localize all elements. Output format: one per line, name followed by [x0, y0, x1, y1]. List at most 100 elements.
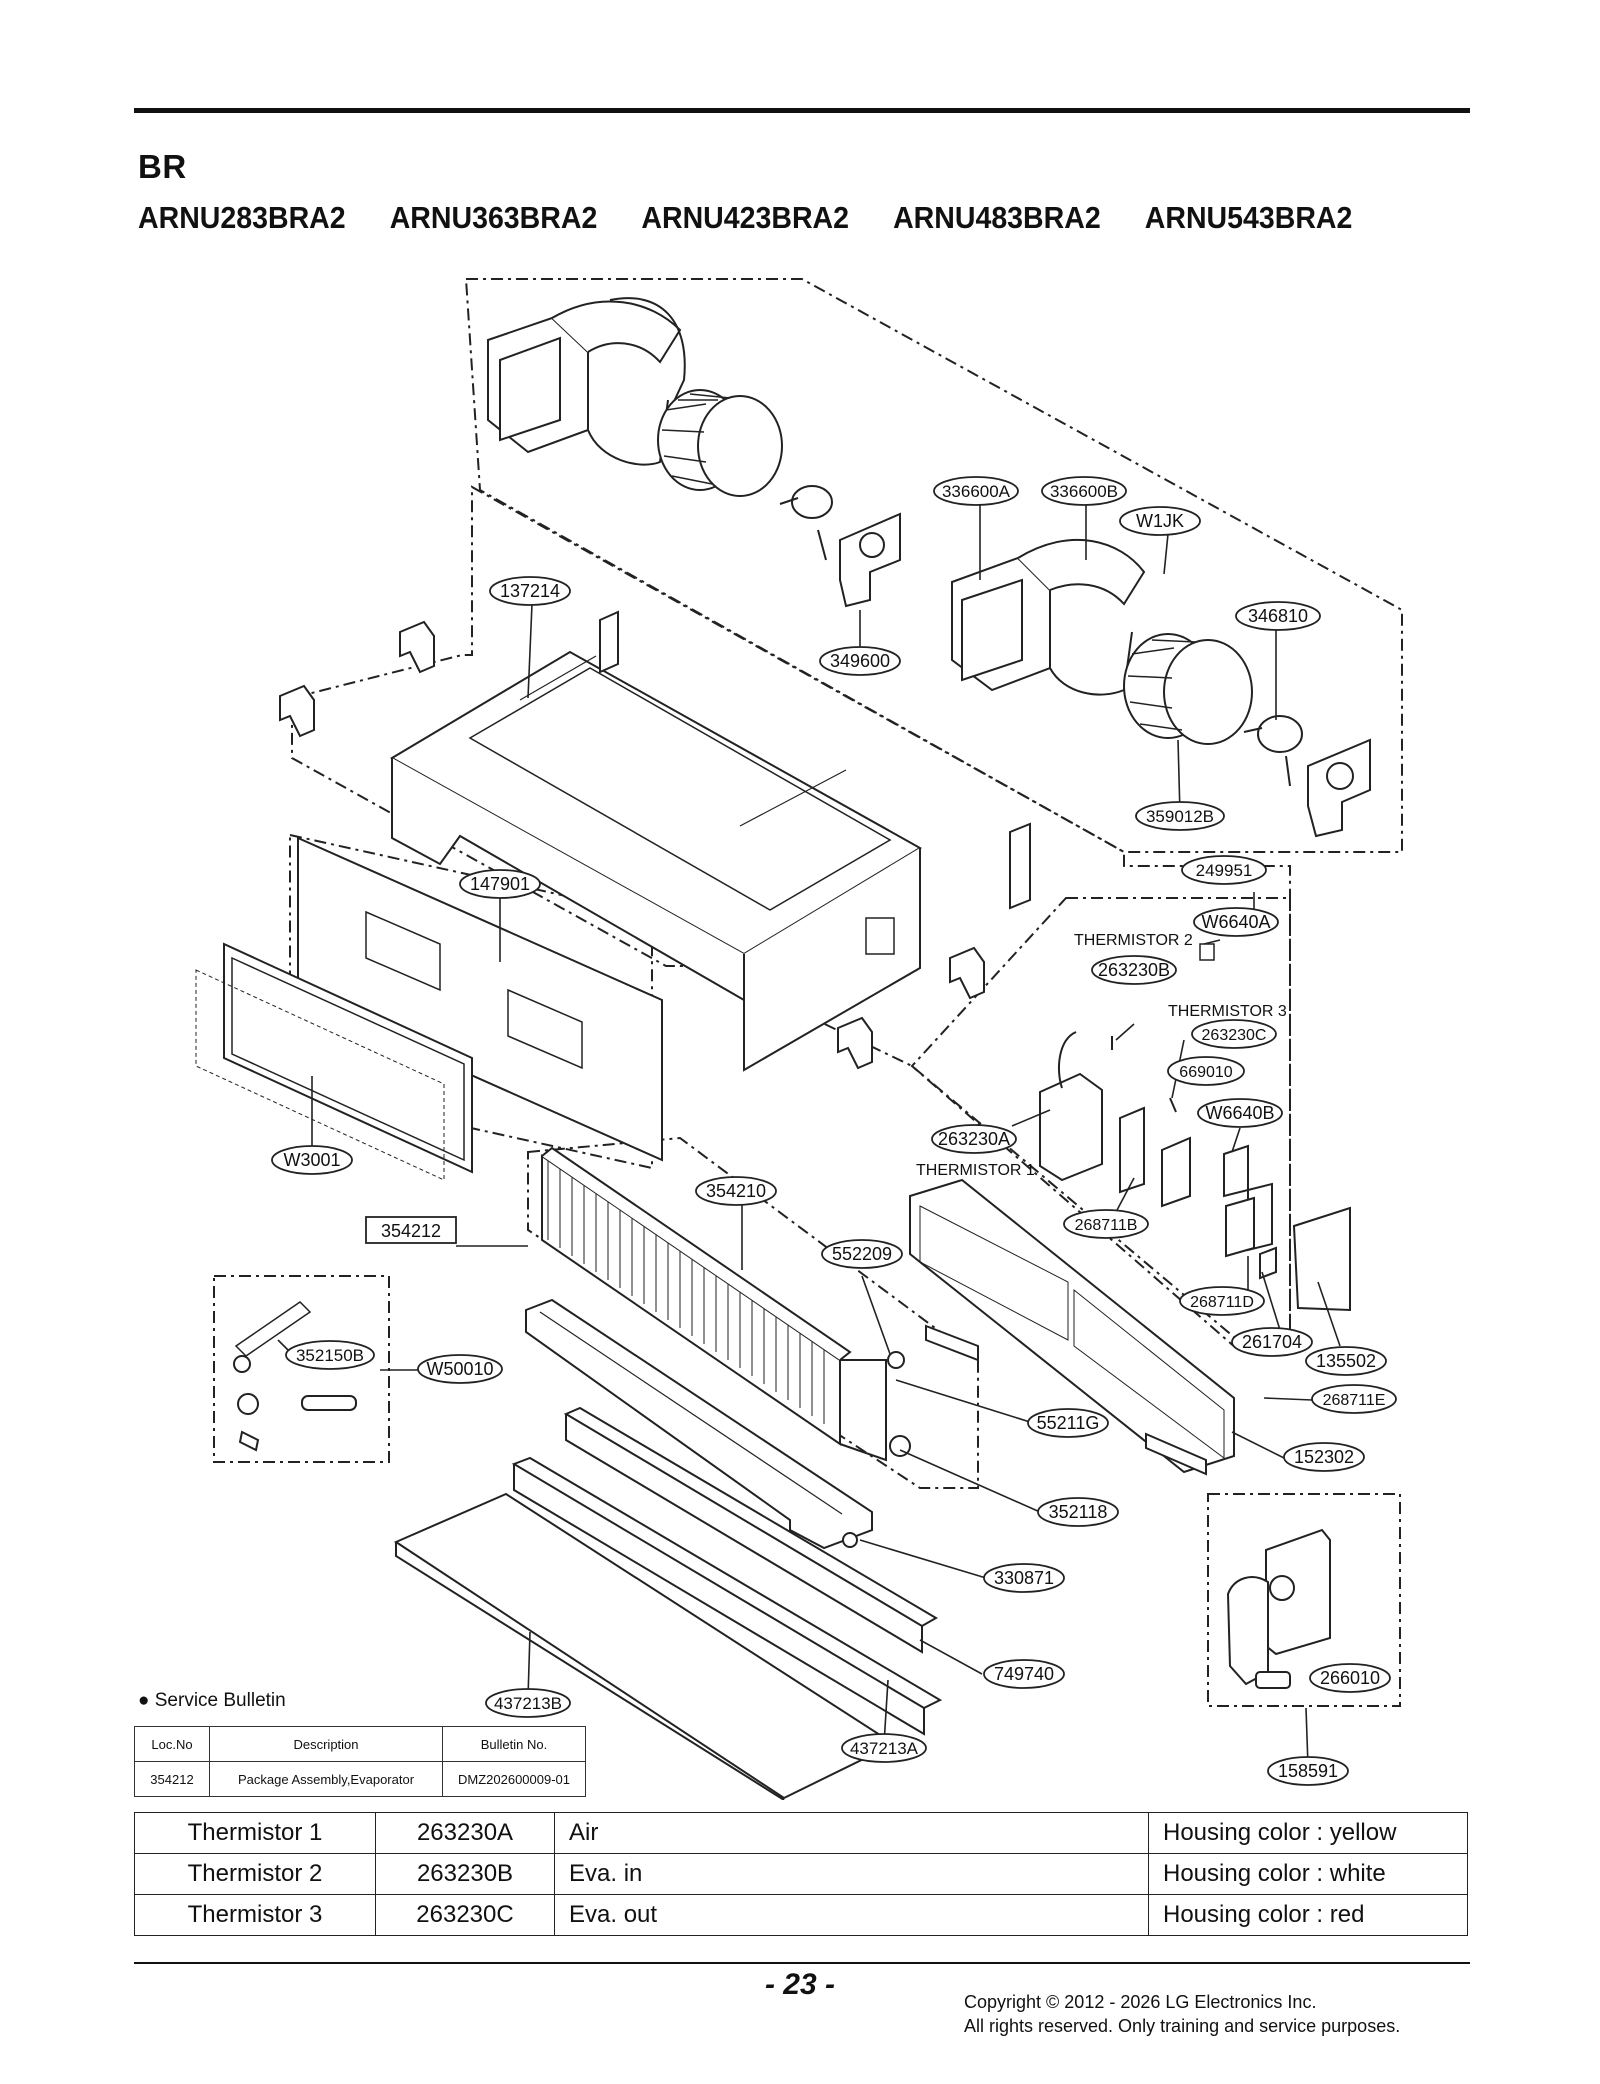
callout-346810: 346810: [1235, 601, 1321, 631]
callout-label: 268711E: [1323, 1392, 1386, 1409]
callout-label: 336600B: [1050, 482, 1118, 501]
top-rule: [134, 108, 1470, 113]
callout-352118: 352118: [1037, 1497, 1119, 1527]
table-cell: Package Assembly,Evaporator: [209, 1761, 443, 1797]
copyright-notice: Copyright © 2012 - 2026 LG Electronics I…: [964, 1990, 1400, 2038]
motor-bracket-left-drawing: [839, 512, 901, 608]
callout-label: 249951: [1196, 861, 1253, 880]
callout-label: W6640A: [1201, 912, 1270, 932]
callout-label: 135502: [1316, 1351, 1376, 1371]
callout-label: 152302: [1294, 1447, 1354, 1467]
callout-261704: 261704: [1231, 1327, 1313, 1357]
thermistor-table: Thermistor 1 263230A Air Housing color :…: [134, 1812, 1468, 1936]
callout-label: W1JK: [1136, 511, 1184, 531]
model-name: ARNU543BRA2: [1144, 200, 1353, 235]
callout-label: 263230C: [1202, 1027, 1267, 1044]
callout-label: 266010: [1320, 1668, 1380, 1688]
accessory-kit-boundary: [213, 1275, 390, 1463]
model-name: ARNU363BRA2: [389, 200, 598, 235]
thermistor-code: 263230B: [375, 1853, 555, 1895]
table-cell: 354212: [134, 1761, 210, 1797]
drain-pump-boundary: [1207, 1493, 1401, 1707]
service-bulletin-table: Loc.No Description Bulletin No. 354212 P…: [134, 1726, 586, 1797]
leader-lines: [277, 504, 1341, 1767]
mounting-bracket-drawings: [279, 620, 985, 1070]
motor-left-drawing: [779, 485, 833, 561]
model-name: ARNU283BRA2: [138, 200, 346, 235]
callout-330871: 330871: [983, 1563, 1065, 1593]
callout-label: W50010: [426, 1359, 493, 1379]
callout-359012B: 359012B: [1135, 801, 1225, 831]
callout-336600A: 336600A: [933, 476, 1019, 506]
callout-label: 437213A: [850, 1739, 919, 1758]
blower-group-boundary: [464, 278, 1403, 853]
evaporator-coil-drawing: [541, 1146, 911, 1462]
thermistor-code: 263230A: [375, 1812, 555, 1854]
callout-label: W3001: [283, 1150, 340, 1170]
callout-label: 437213B: [494, 1694, 562, 1713]
thermistor-housing: Housing color : white: [1148, 1853, 1468, 1895]
callout-437213B: 437213B: [485, 1688, 571, 1718]
front-panel-drawing: [297, 836, 663, 1162]
filter-frame-drawing: [195, 942, 473, 1181]
thermistor-1-label: THERMISTOR 1: [916, 1162, 1035, 1179]
callout-437213A: 437213A: [841, 1733, 927, 1763]
copyright-line: Copyright © 2012 - 2026 LG Electronics I…: [964, 1992, 1317, 2012]
callout-label: 268711B: [1075, 1217, 1138, 1234]
callout-label: 346810: [1248, 606, 1308, 626]
blower-housing-left-drawing: [487, 297, 686, 466]
column-header: Description: [209, 1726, 443, 1762]
thermistor-name: Thermistor 1: [134, 1812, 376, 1854]
callout-label: 352118: [1049, 1502, 1108, 1522]
callout-label: 552209: [832, 1244, 892, 1264]
callout-137214: 137214: [489, 576, 571, 606]
model-name: ARNU483BRA2: [893, 200, 1101, 235]
table-row: Thermistor 2 263230B Eva. in Housing col…: [134, 1853, 1468, 1895]
column-header: Bulletin No.: [442, 1726, 586, 1762]
bottom-rails-drawing: [511, 1406, 943, 1736]
callout-749740: 749740: [983, 1659, 1065, 1689]
callout-label: 158591: [1278, 1761, 1338, 1781]
callout-263230B: 263230B: [1091, 955, 1177, 985]
thermistor-code: 263230C: [375, 1894, 555, 1936]
callout-349600: 349600: [819, 646, 901, 676]
callout-label: 359012B: [1146, 807, 1214, 826]
callout-label: 354212: [381, 1221, 441, 1241]
callout-label: 749740: [994, 1664, 1054, 1684]
callout-W1JK: W1JK: [1119, 506, 1201, 536]
thermistor-name: Thermistor 2: [134, 1853, 376, 1895]
callout-label: 354210: [706, 1181, 766, 1201]
callout-label: 263230A: [938, 1129, 1010, 1149]
callout-label: 352150B: [296, 1346, 364, 1365]
service-bulletin-label: ● Service Bulletin: [138, 1690, 286, 1711]
drain-pump-drawing: [1226, 1528, 1331, 1689]
callout-W6640B: W6640B: [1197, 1098, 1283, 1128]
table-header-row: Loc.No Description Bulletin No.: [134, 1726, 586, 1762]
thermistor-housing: Housing color : red: [1148, 1894, 1468, 1936]
copyright-line: All rights reserved. Only training and s…: [964, 2016, 1401, 2036]
callout-263230C: 263230C: [1191, 1019, 1277, 1049]
thermistor-2-label: THERMISTOR 2: [1074, 932, 1193, 949]
callout-354210: 354210: [695, 1176, 777, 1206]
table-row: 354212 Package Assembly,Evaporator DMZ20…: [134, 1761, 586, 1797]
callout-152302: 152302: [1283, 1442, 1365, 1472]
exploded-parts-diagram: 336600A 336600B W1JK 346810 137214 34960…: [195, 278, 1403, 1800]
callout-266010: 266010: [1309, 1663, 1391, 1693]
callout-268711D: 268711D: [1179, 1286, 1265, 1316]
callout-label: 137214: [500, 581, 560, 601]
callout-552209: 552209: [821, 1239, 903, 1269]
callout-W6640A: W6640A: [1193, 907, 1279, 937]
callout-label: 669010: [1179, 1064, 1232, 1081]
callout-55211G: 55211G: [1027, 1408, 1109, 1438]
model-name: ARNU423BRA2: [641, 200, 850, 235]
callout-354212: 354212: [365, 1216, 457, 1244]
drain-pan-drawing: [525, 1298, 873, 1550]
callout-263230A: 263230A: [931, 1124, 1017, 1154]
model-list: ARNU283BRA2 ARNU363BRA2 ARNU423BRA2 ARNU…: [138, 200, 1352, 236]
motor-bracket-right-drawing: [1307, 738, 1371, 838]
thermistor-3-label: THERMISTOR 3: [1168, 1003, 1287, 1020]
callout-label: 263230B: [1098, 960, 1170, 980]
callout-label: 330871: [994, 1568, 1054, 1588]
callout-135502: 135502: [1305, 1346, 1387, 1376]
callout-W3001: W3001: [271, 1145, 353, 1175]
